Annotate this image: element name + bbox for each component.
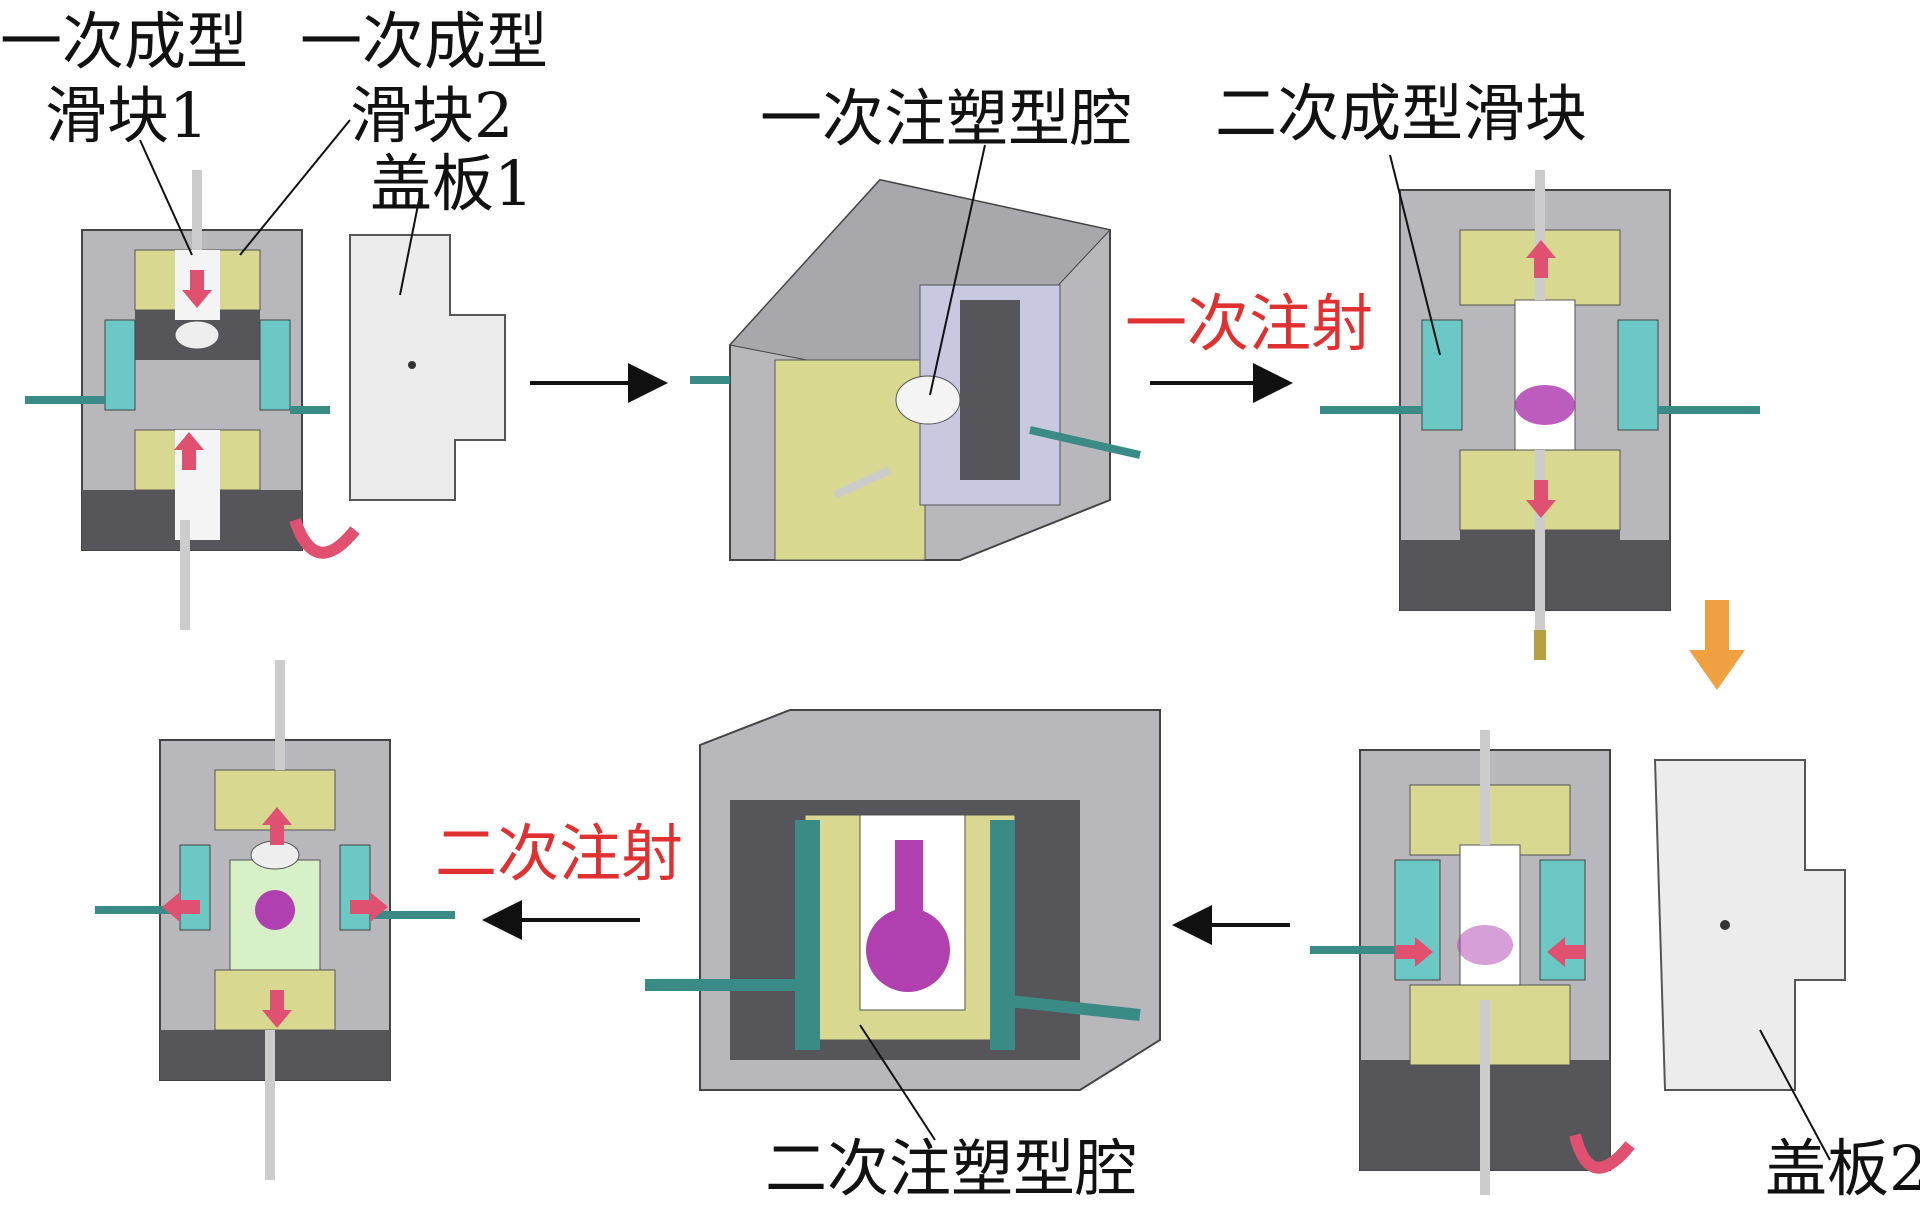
label-cover1: 盖板1 xyxy=(370,147,534,220)
cover-plate-2 xyxy=(1653,759,1846,1091)
panel-mold-step2 xyxy=(1320,170,1760,660)
leader-lines xyxy=(139,119,1831,1161)
flow-arrow-down-icon xyxy=(1689,600,1745,690)
label-slider1-line1: 一次成型 xyxy=(0,5,249,78)
cover-plate-1 xyxy=(349,234,506,501)
panel-cavity-step2 xyxy=(645,709,1161,1091)
panel-mold-step4 xyxy=(95,660,455,1180)
label-inject1: 一次注射 xyxy=(1125,287,1374,360)
label-slider2-line1: 一次成型 xyxy=(300,5,549,78)
label-inject2: 二次注射 xyxy=(435,817,684,890)
label-slider-second: 二次成型滑块 xyxy=(1215,77,1588,150)
panel-mold-step3 xyxy=(1310,730,1635,1195)
label-cavity2: 二次注塑型腔 xyxy=(765,1132,1138,1205)
panel-mold-step1 xyxy=(25,170,360,630)
label-slider1-line2: 滑块1 xyxy=(45,79,209,152)
label-slider2-line2: 滑块2 xyxy=(350,79,514,152)
label-cover2: 盖板2 xyxy=(1765,1132,1920,1205)
label-cavity1: 一次注塑型腔 xyxy=(760,82,1133,155)
panel-cavity-step1 xyxy=(690,178,1141,561)
